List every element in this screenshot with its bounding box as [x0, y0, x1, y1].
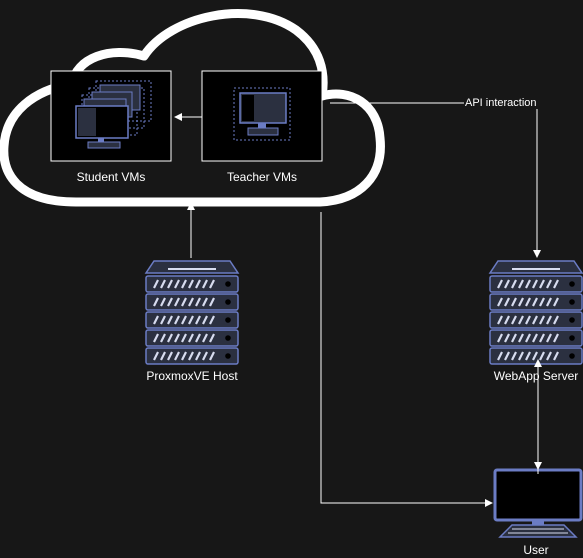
student-vms-label: Student VMs	[76, 170, 146, 184]
server-rack-icon	[488, 260, 583, 366]
webapp-server-node	[488, 260, 583, 366]
webapp-server-label: WebApp Server	[493, 369, 579, 383]
monitor-icon	[233, 87, 291, 141]
api-interaction-label: API interaction	[464, 97, 538, 109]
teacher-vms-node	[201, 70, 323, 162]
monitor-stack-icon	[75, 80, 152, 149]
user-node	[493, 468, 583, 538]
edge-cloud-to-user	[320, 212, 493, 507]
user-label: User	[523, 543, 549, 557]
proxmox-host-node	[144, 260, 240, 366]
teacher-vms-label: Teacher VMs	[226, 170, 298, 184]
proxmox-host-label: ProxmoxVE Host	[146, 369, 238, 383]
student-vms-node	[50, 70, 172, 162]
server-rack-icon	[144, 260, 240, 366]
desktop-computer-icon	[493, 468, 583, 538]
